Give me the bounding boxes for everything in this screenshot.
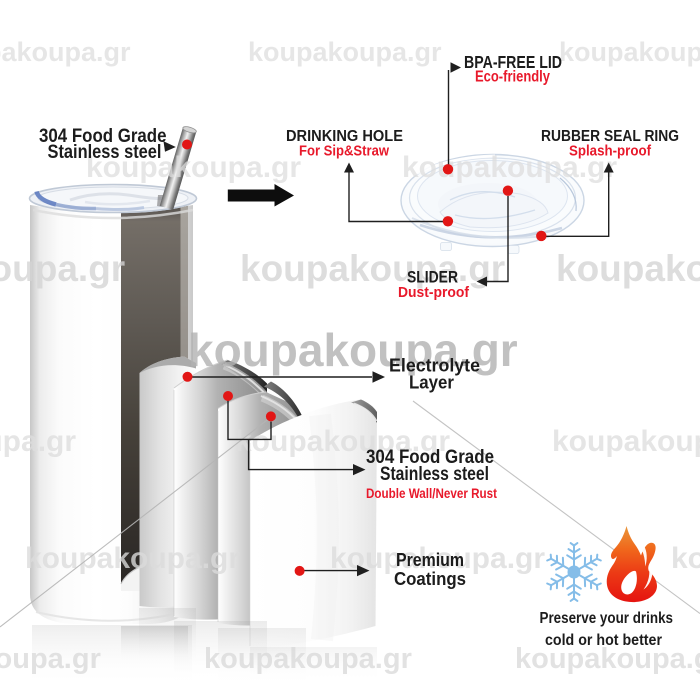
svg-text:koupakoupa.gr: koupakoupa.gr — [559, 37, 700, 67]
svg-text:Electrolyte: Electrolyte — [389, 356, 480, 376]
svg-text:Splash-proof: Splash-proof — [569, 143, 652, 160]
svg-text:koupakoupa.gr: koupakoupa.gr — [204, 643, 412, 675]
svg-text:Preserve your drinks: Preserve your drinks — [540, 610, 674, 627]
svg-text:For Sip&Straw: For Sip&Straw — [299, 143, 389, 160]
svg-text:cold or hot better: cold or hot better — [545, 632, 662, 649]
svg-text:Double Wall/Never Rust: Double Wall/Never Rust — [366, 485, 497, 501]
svg-text:Layer: Layer — [409, 373, 454, 393]
svg-text:koupakoupa.gr: koupakoupa.gr — [240, 248, 505, 289]
svg-text:koupakoupa.gr: koupakoupa.gr — [0, 643, 101, 675]
svg-text:BPA-FREE LID: BPA-FREE LID — [464, 52, 562, 72]
svg-text:304 Food Grade: 304 Food Grade — [366, 447, 494, 468]
svg-text:koupakoupa.gr: koupakoupa.gr — [0, 37, 131, 67]
svg-text:RUBBER SEAL RING: RUBBER SEAL RING — [541, 128, 679, 145]
svg-text:koupakoupa.gr: koupakoupa.gr — [556, 248, 700, 289]
svg-text:koupakoupa.gr: koupakoupa.gr — [25, 542, 240, 575]
svg-text:koupakoupa.gr: koupakoupa.gr — [671, 542, 700, 575]
svg-text:304 Food Grade: 304 Food Grade — [39, 126, 167, 147]
svg-text:Coatings: Coatings — [394, 569, 466, 589]
svg-text:koupakoupa.gr: koupakoupa.gr — [188, 324, 518, 376]
svg-text:koupakoupa.gr: koupakoupa.gr — [515, 643, 700, 675]
svg-text:koupakoupa.gr: koupakoupa.gr — [552, 425, 700, 458]
svg-text:koupakoupa.gr: koupakoupa.gr — [86, 151, 301, 184]
svg-text:koupakoupa.gr: koupakoupa.gr — [0, 248, 125, 289]
svg-text:Dust-proof: Dust-proof — [398, 284, 470, 301]
svg-text:SLIDER: SLIDER — [407, 269, 458, 287]
svg-text:Stainless steel: Stainless steel — [380, 464, 489, 485]
svg-text:DRINKING HOLE: DRINKING HOLE — [286, 128, 403, 145]
svg-text:koupakoupa.gr: koupakoupa.gr — [0, 425, 76, 458]
svg-text:Premium: Premium — [396, 550, 464, 570]
svg-text:Eco-friendly: Eco-friendly — [475, 69, 550, 86]
svg-text:koupakoupa.gr: koupakoupa.gr — [402, 151, 617, 184]
svg-text:koupakoupa.gr: koupakoupa.gr — [248, 37, 442, 67]
svg-text:Stainless steel: Stainless steel — [48, 142, 162, 163]
